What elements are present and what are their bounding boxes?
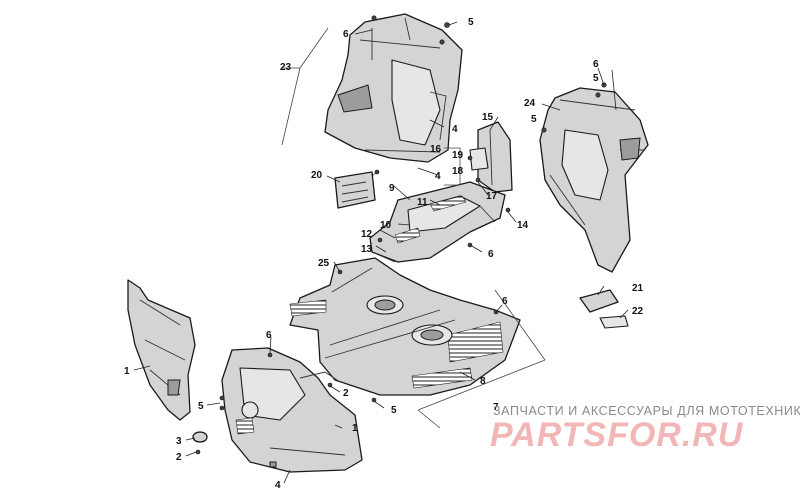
watermark-logo: PARTSFOR.RU <box>490 416 744 454</box>
callout-5: 5 <box>593 73 599 84</box>
callout-4: 4 <box>452 124 458 135</box>
callout-3: 3 <box>176 436 182 447</box>
callout-5: 5 <box>391 405 397 416</box>
callout-6: 6 <box>502 296 508 307</box>
trim-21-22 <box>579 289 629 329</box>
callout-7: 7 <box>493 402 499 413</box>
callout-4: 4 <box>275 480 281 491</box>
callout-6: 6 <box>266 330 272 341</box>
upper-left-panel-23 <box>324 13 463 163</box>
callout-4: 4 <box>435 171 441 182</box>
callout-5: 5 <box>531 114 537 125</box>
callout-1: 1 <box>352 423 358 434</box>
callout-19: 19 <box>452 150 464 161</box>
callout-6: 6 <box>593 59 599 70</box>
callout-22: 22 <box>632 306 644 317</box>
callout-20: 20 <box>311 170 323 181</box>
callout-25: 25 <box>318 258 330 269</box>
upper-right-panel-24 <box>539 87 649 273</box>
callout-6: 6 <box>343 29 349 40</box>
callout-17: 17 <box>486 191 498 202</box>
callout-15: 15 <box>482 112 494 123</box>
callout-13: 13 <box>361 244 373 255</box>
bracket-16 <box>444 147 461 186</box>
plate-20 <box>334 171 376 209</box>
callout-10: 10 <box>380 220 392 231</box>
callout-18: 18 <box>452 166 464 177</box>
floor-tub-8 <box>289 257 521 396</box>
bracket-23 <box>281 27 329 146</box>
callout-8: 8 <box>480 376 486 387</box>
callout-2: 2 <box>343 388 349 399</box>
leader-lines <box>133 21 629 484</box>
callout-9: 9 <box>389 183 395 194</box>
watermark-tagline: ЗАПЧАСТИ И АКСЕССУАРЫ ДЛЯ МОТОТЕХНИКИ <box>493 404 800 418</box>
callout-12: 12 <box>361 229 373 240</box>
callout-23: 23 <box>280 62 292 73</box>
bracket-7 <box>417 289 546 429</box>
callout-21: 21 <box>632 283 644 294</box>
knob-3 <box>192 431 208 443</box>
callout-14: 14 <box>517 220 529 231</box>
callout-6: 6 <box>488 249 494 260</box>
callout-5: 5 <box>468 17 474 28</box>
callout-16: 16 <box>430 144 442 155</box>
callout-labels: 6 5 23 4 16 19 18 4 20 9 17 11 15 14 10 … <box>124 17 644 491</box>
callout-2: 2 <box>176 452 182 463</box>
center-console-9 <box>369 181 506 263</box>
callout-24: 24 <box>524 98 536 109</box>
left-side-panel-1 <box>127 279 196 421</box>
callout-11: 11 <box>417 197 428 208</box>
lower-fender-panel-4 <box>221 347 363 473</box>
callout-5: 5 <box>198 401 204 412</box>
callout-1: 1 <box>124 366 130 377</box>
console-bracket-15 <box>469 121 513 193</box>
